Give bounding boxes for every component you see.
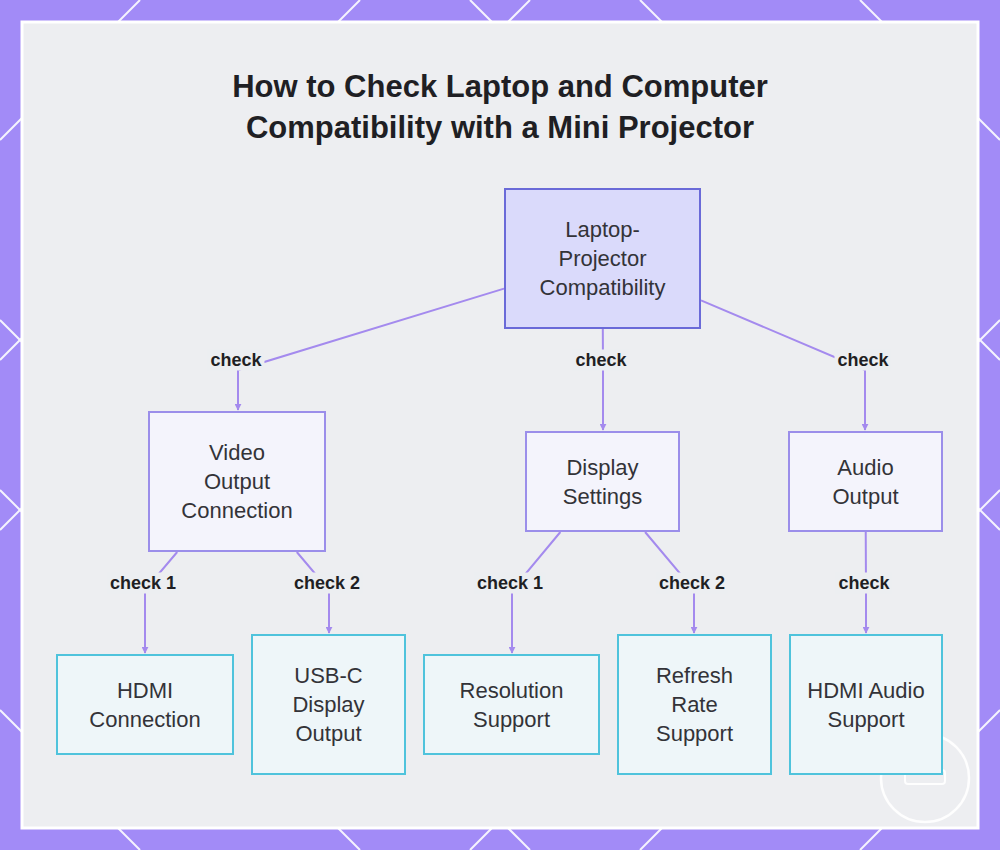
edge-label: check 1 <box>107 573 179 594</box>
node-text: Video Output Connection <box>178 438 296 525</box>
node-text: HDMI Audio Support <box>805 676 927 734</box>
category-box: Display Settings <box>525 431 680 532</box>
edge-label: check <box>835 573 892 594</box>
node-text: Resolution Support <box>439 676 584 734</box>
node-text: USB-C Display Output <box>265 661 392 748</box>
panel-border <box>22 22 978 828</box>
check-box: Resolution Support <box>423 654 600 755</box>
edge-label: check 2 <box>656 573 728 594</box>
check-box: HDMI Connection <box>56 654 234 755</box>
edge-label: check 1 <box>474 573 546 594</box>
category-box: Video Output Connection <box>148 411 326 552</box>
node-text: Audio Output <box>802 453 929 511</box>
diagram-title: How to Check Laptop and Computer Compati… <box>150 66 850 148</box>
root-box: Laptop-Projector Compatibility <box>504 188 701 329</box>
category-box: Audio Output <box>788 431 943 532</box>
content-panel <box>22 22 978 828</box>
node-text: Laptop-Projector Compatibility <box>524 215 681 302</box>
check-box: USB-C Display Output <box>251 634 406 775</box>
edge-label: check 2 <box>291 573 363 594</box>
edge-label: check <box>834 350 891 371</box>
node-text: HDMI Connection <box>72 676 218 734</box>
connector-arrow <box>145 552 177 653</box>
edge-label: check <box>207 350 264 371</box>
node-text: Display Settings <box>539 453 666 511</box>
connector-arrow <box>602 329 604 430</box>
node-text: Refresh Rate Support <box>641 661 748 748</box>
edge-label: check <box>572 350 629 371</box>
check-box: Refresh Rate Support <box>617 634 772 775</box>
connector-arrow <box>238 289 504 410</box>
check-box: HDMI Audio Support <box>789 634 943 775</box>
